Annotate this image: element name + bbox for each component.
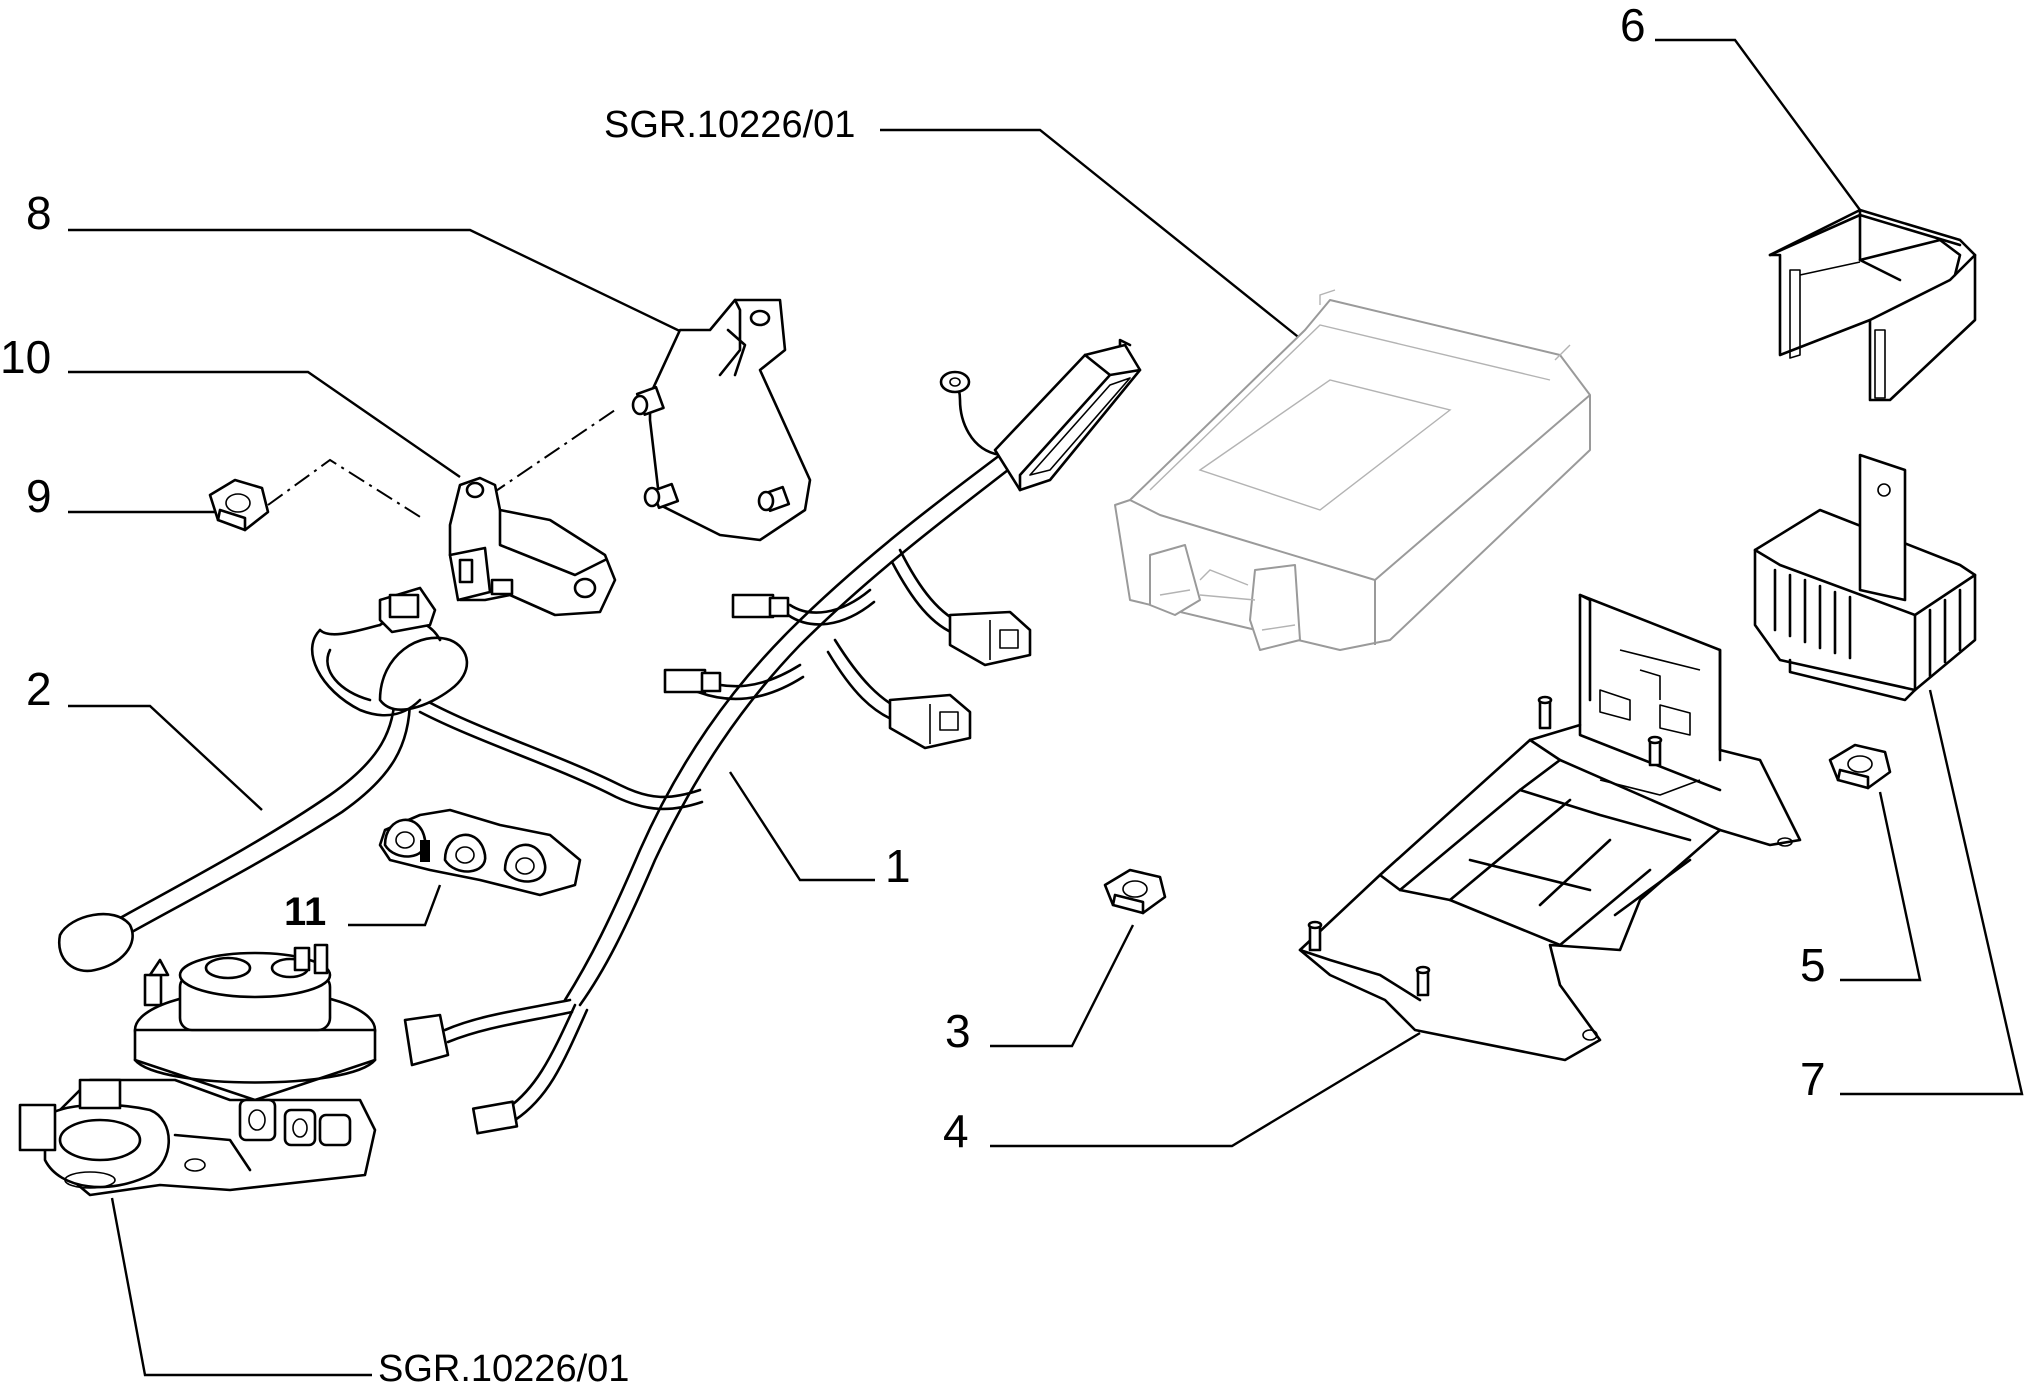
leader-8 (68, 228, 689, 337)
part-11-clip (378, 808, 582, 897)
part-8-bracket (631, 298, 812, 542)
callout-5: 5 (1800, 939, 1826, 991)
leader-lines (68, 38, 2024, 1377)
reference-code-top: SGR.10226/01 (604, 104, 856, 146)
part-6-cover (1768, 208, 1977, 402)
leader-11 (348, 884, 442, 927)
reference-code-bottom: SGR.10226/01 (378, 1348, 630, 1390)
callout-10: 10 (0, 331, 52, 383)
callout-4: 4 (943, 1105, 969, 1157)
callout-1: 1 (885, 840, 911, 892)
assembly-line-10-8 (489, 409, 616, 496)
assembly-line-9 (267, 458, 426, 521)
leader-1 (728, 771, 875, 882)
part-2-lead (57, 586, 469, 973)
leader-ref-bottom (110, 1197, 372, 1377)
callout-6: 6 (1620, 0, 1646, 51)
control-unit-ref (1114, 289, 1591, 651)
callout-7: 7 (1800, 1053, 1826, 1105)
part-5-nut (1828, 743, 1892, 790)
leader-10 (68, 370, 461, 478)
leader-ref-top (880, 128, 1303, 341)
part-4-bracket (1298, 593, 1802, 1062)
callout-11: 11 (284, 890, 327, 934)
leader-2 (68, 704, 263, 811)
leader-7 (1840, 689, 2024, 1096)
callout-9: 9 (26, 470, 52, 522)
leader-5 (1840, 791, 1922, 982)
throttle-body-ref (18, 943, 377, 1197)
part-1-harness (403, 338, 1142, 1135)
part-9-nut (208, 478, 270, 532)
leader-4 (990, 1031, 1421, 1148)
callout-8: 8 (26, 187, 52, 239)
callout-2: 2 (26, 663, 52, 715)
part-10-sensor (448, 476, 617, 617)
part-3-nut (1103, 868, 1167, 915)
leader-6 (1655, 38, 1861, 211)
callout-3: 3 (945, 1005, 971, 1057)
leader-3 (990, 924, 1135, 1048)
part-7-relay (1753, 453, 1977, 702)
